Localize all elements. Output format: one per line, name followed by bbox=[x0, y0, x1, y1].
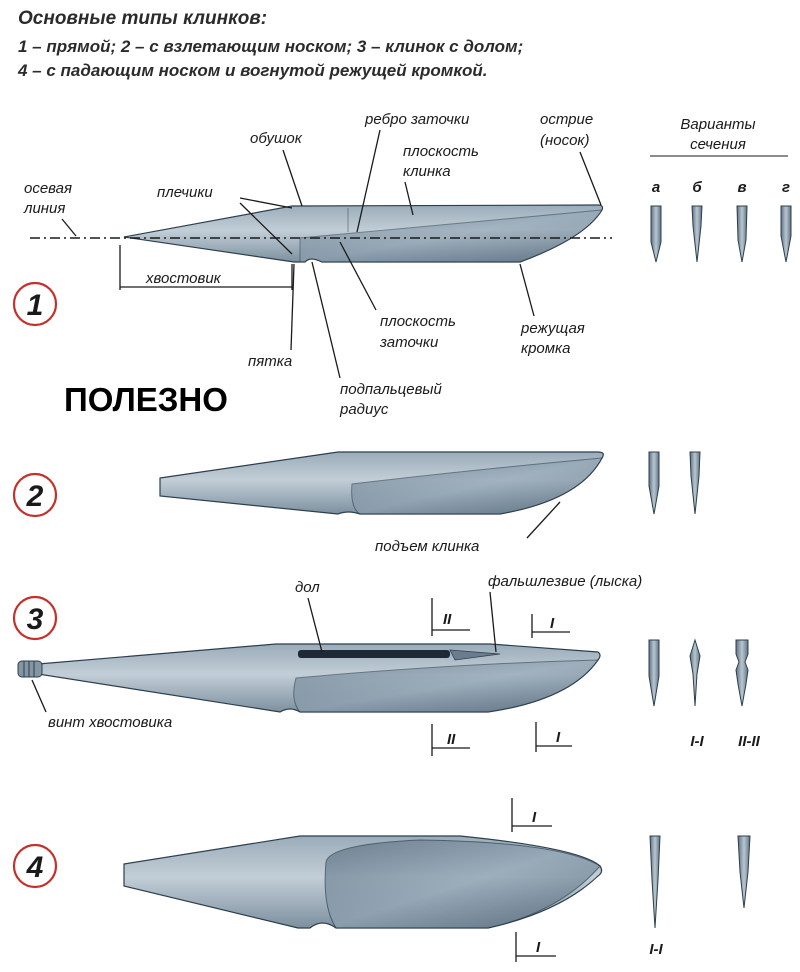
section-3a-shape bbox=[648, 639, 660, 707]
blade-3 bbox=[17, 643, 601, 713]
section-mark-I-bottom-4-label: I bbox=[536, 939, 541, 956]
leader-osevaya bbox=[61, 218, 77, 237]
section-letter-b: б bbox=[692, 179, 702, 196]
leader-rezhushchaya bbox=[519, 263, 535, 317]
leader-ploskost-zatochki bbox=[339, 241, 377, 311]
label-ploskost-zatochki-2: заточки bbox=[379, 334, 439, 351]
label-rezhushchaya-2: кромка bbox=[521, 340, 570, 357]
label-podpaltsevy-1: подпальцевый bbox=[340, 381, 442, 398]
blade-1 bbox=[123, 204, 604, 263]
section-mark-II-top-label: II bbox=[443, 611, 452, 628]
section-letter-v: в bbox=[737, 179, 746, 196]
leader-pyatka bbox=[290, 263, 295, 351]
blade-number-4: 4 bbox=[12, 843, 58, 889]
leader-obushok bbox=[282, 149, 303, 207]
section-v-shape bbox=[736, 205, 748, 263]
leader-ploskost-klinka bbox=[404, 181, 414, 216]
title-line-3: 4 – с падающим носком и вогнутой режущей… bbox=[17, 61, 487, 80]
section-2b-shape bbox=[689, 451, 701, 515]
label-ostrie-1: острие bbox=[540, 111, 593, 128]
leader-podpaltsevy bbox=[311, 261, 341, 379]
leader-podem bbox=[526, 501, 561, 539]
section-mark-I-top-4-label: I bbox=[532, 809, 537, 826]
label-plechiki: плечики bbox=[157, 184, 213, 201]
label-podem: подъем клинка bbox=[375, 538, 479, 555]
section-label-II-II-3: II-II bbox=[738, 733, 760, 750]
svg-text:3: 3 bbox=[27, 603, 44, 636]
label-falshlezvie: фальшлезвие (лыска) bbox=[488, 573, 642, 590]
section-mark-I-top bbox=[531, 614, 570, 638]
section-mark-I-top-label: I bbox=[550, 615, 555, 632]
label-obushok: обушок bbox=[250, 130, 303, 147]
svg-text:4: 4 bbox=[26, 851, 44, 884]
title-line-1: Основные типы клинков: bbox=[18, 8, 267, 29]
section-3-I-shape bbox=[689, 638, 701, 707]
svg-text:1: 1 bbox=[27, 289, 44, 322]
section-mark-II-bottom bbox=[431, 724, 470, 756]
sections-header-line-1: Варианты bbox=[680, 116, 755, 133]
section-4-I-shape bbox=[737, 835, 751, 909]
label-vint: винт хвостовика bbox=[48, 714, 172, 731]
section-2a-shape bbox=[648, 451, 660, 515]
section-mark-I-bottom bbox=[535, 722, 572, 752]
section-mark-II-top bbox=[431, 598, 470, 636]
leader-dol bbox=[307, 597, 323, 653]
label-ploskost-zatochki-1: плоскость bbox=[380, 313, 456, 330]
section-mark-II-bottom-label: II bbox=[447, 731, 456, 748]
leader-plechiki-2 bbox=[239, 202, 293, 255]
leader-falshlezvie bbox=[489, 591, 497, 653]
section-label-I-I-4: I-I bbox=[649, 941, 663, 958]
section-letter-a: а bbox=[652, 179, 660, 196]
label-rebro: ребро заточки bbox=[364, 111, 470, 128]
section-mark-I-bottom-4 bbox=[515, 932, 556, 962]
section-4a-shape bbox=[649, 835, 661, 929]
label-dol: дол bbox=[295, 579, 320, 596]
section-mark-I-bottom-label: I bbox=[556, 729, 561, 746]
sections-header-line-2: сечения bbox=[690, 136, 746, 153]
label-rezhushchaya-1: режущая bbox=[520, 320, 585, 337]
label-ostrie-2: (носок) bbox=[540, 132, 590, 149]
section-letter-g: г bbox=[782, 179, 790, 196]
blade-4 bbox=[123, 835, 603, 929]
label-osevaya-1: осевая bbox=[24, 180, 72, 197]
leader-vint bbox=[31, 679, 47, 713]
badge-poleзno: ПОЛЕЗНО bbox=[64, 381, 228, 418]
label-ploskost-klinka-2: клинка bbox=[403, 163, 451, 180]
label-khvostovik: хвостовик bbox=[145, 270, 222, 287]
blade-number-2: 2 bbox=[12, 472, 58, 518]
label-ploskost-klinka-1: плоскость bbox=[403, 143, 479, 160]
blade-2 bbox=[159, 451, 604, 515]
title-line-2: 1 – прямой; 2 – с взлетающим носком; 3 –… bbox=[18, 37, 523, 56]
label-podpaltsevy-2: радиус bbox=[339, 401, 389, 418]
blade-number-1: 1 bbox=[12, 281, 58, 327]
blade-number-3: 3 bbox=[12, 595, 58, 641]
leader-rebro bbox=[356, 129, 381, 233]
label-pyatka: пятка bbox=[248, 353, 292, 370]
section-label-I-I-3: I-I bbox=[690, 733, 704, 750]
section-mark-I-top-4 bbox=[511, 798, 552, 832]
svg-text:2: 2 bbox=[26, 480, 44, 513]
leader-plechiki-1 bbox=[239, 197, 293, 209]
section-g-shape bbox=[780, 205, 792, 263]
leader-ostrie bbox=[579, 151, 602, 206]
label-osevaya-2: линия bbox=[23, 200, 65, 217]
section-b-shape bbox=[691, 205, 703, 263]
section-a-shape bbox=[650, 205, 662, 263]
section-3-II-shape bbox=[735, 639, 749, 707]
tang-screw bbox=[17, 660, 43, 678]
